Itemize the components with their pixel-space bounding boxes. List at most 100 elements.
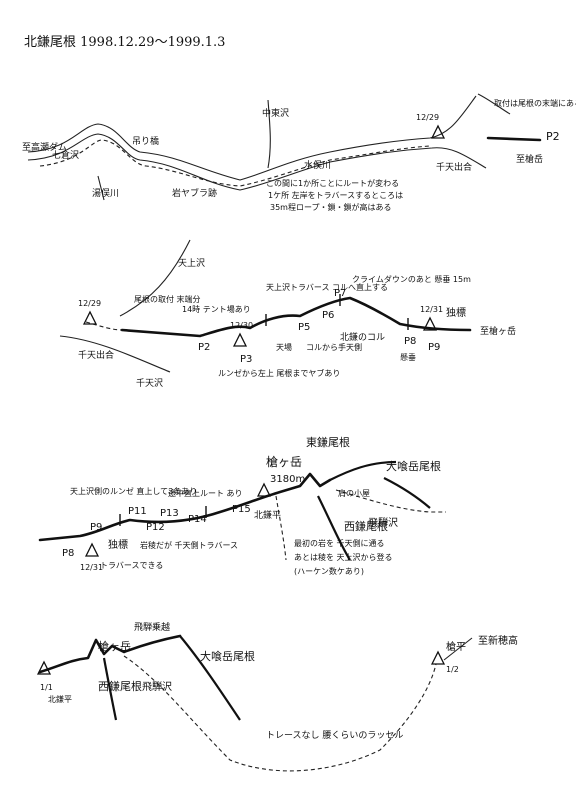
label-p11: P11 bbox=[128, 506, 147, 517]
note-rock-traverse: 岩稜だが 千天側トラバース bbox=[140, 540, 238, 550]
nakazawa-stream bbox=[267, 99, 271, 169]
label-to-yari-1: 至槍岳 bbox=[516, 153, 543, 165]
label-p6: P6 bbox=[322, 310, 334, 321]
label-chiten: 千天出合 bbox=[78, 349, 114, 361]
label-dokuhyo-3: 独標 bbox=[108, 538, 128, 551]
label-nakazawa: 中東沢 bbox=[262, 107, 289, 119]
note-3: 35m程ロープ・鎖・鎖が高はある bbox=[270, 202, 392, 212]
label-higashikama: 東鎌尾根 bbox=[306, 435, 350, 449]
yumata-river bbox=[97, 175, 105, 201]
hida-trail-4 bbox=[123, 655, 437, 772]
label-nishikama-4: 西鎌尾根 bbox=[98, 679, 142, 693]
date-0102: 1/2 bbox=[446, 665, 459, 674]
p2-route-start bbox=[486, 136, 542, 142]
label-amakami: 天上沢 bbox=[178, 257, 205, 269]
label-kitakama-4: 北鎌平 bbox=[48, 694, 72, 704]
label-hokkama-col: 北鎌のコル bbox=[340, 331, 385, 343]
camp-icon-1229 bbox=[430, 124, 446, 139]
approach-trail bbox=[39, 139, 431, 187]
label-p14: P14 bbox=[188, 514, 207, 525]
label-to-shinhotaka: 至新穂高 bbox=[478, 634, 518, 647]
label-yari-peak: 槍ヶ岳 bbox=[266, 454, 302, 469]
panel-4-descent: 1/1 北鎌平 槍ヶ岳 飛騨乗越 西鎌尾根 飛騨沢 大喰岳尾根 槍平 1/2 至… bbox=[36, 621, 518, 772]
note-then-ridge: あとは稜を 天上沢から登る bbox=[294, 552, 393, 562]
oobami-ridge-3 bbox=[383, 477, 431, 509]
main-river-lower bbox=[27, 133, 487, 191]
note-north: 取付は尾根の末端にある bbox=[494, 98, 576, 108]
note-tenjo-runze: 天上沢側のルンゼ 直上して3条あり bbox=[70, 486, 197, 496]
label-hida-3: 飛騨沢 bbox=[368, 516, 398, 529]
descent-route-4 bbox=[38, 634, 182, 674]
label-oobami-3: 大喰岳尾根 bbox=[386, 459, 441, 473]
label-place-left: 至高瀬ダム bbox=[22, 141, 67, 153]
ridge-route-2 bbox=[120, 296, 472, 338]
shinhotaka-arrow bbox=[443, 637, 473, 661]
nishikama-ridge-3 bbox=[317, 495, 351, 561]
ridge-route-3 bbox=[38, 472, 332, 542]
label-p12: P12 bbox=[146, 522, 165, 533]
label-p5: P5 bbox=[298, 322, 310, 333]
note-first-rock: 最初の岩を 千天側に通る bbox=[294, 538, 385, 548]
camp-icon-1231-b bbox=[84, 542, 100, 557]
note-trace: トレースなし 腰くらいのラッセル bbox=[266, 730, 403, 741]
label-oobami-4: 大喰岳尾根 bbox=[200, 649, 255, 663]
camp-icon-0101 bbox=[36, 660, 52, 675]
note-haken: (ハーケン数ケあり) bbox=[294, 566, 364, 576]
amakami-river bbox=[119, 239, 191, 317]
label-tenba: 天場 bbox=[276, 342, 292, 352]
label-dokuhyo-2: 独標 bbox=[446, 306, 466, 319]
label-p9-3: P9 bbox=[90, 522, 102, 533]
date-1231-b: 12/31 bbox=[80, 563, 103, 572]
panel-2-ridge: 天上沢 千天出合 千天沢 12/29 12/30 12/31 尾根の取付 末端分… bbox=[59, 239, 516, 389]
label-nishikama-3: 西鎌尾根 bbox=[344, 519, 388, 533]
label-hida-4: 飛騨沢 bbox=[142, 680, 172, 693]
label-elevation: 3180m bbox=[270, 474, 305, 485]
date-0101: 1/1 bbox=[40, 683, 53, 692]
note-tenjo-traverse: 天上沢トラバース コルへ直上する bbox=[266, 282, 388, 292]
label-p2-top: P2 bbox=[546, 130, 560, 143]
note-climb-down: クライムダウンのあと 懸垂 15m bbox=[352, 274, 471, 284]
date-1231-a: 12/31 bbox=[420, 305, 443, 314]
label-p7: P7 bbox=[334, 288, 346, 299]
oobami-ridge-4 bbox=[179, 635, 241, 721]
note-1: この間に1か所ことにルートが変わる bbox=[266, 178, 399, 188]
label-p3: P3 bbox=[240, 354, 252, 365]
note-kol: コルから手天側 bbox=[306, 342, 362, 352]
kitakama-trail-3 bbox=[275, 495, 287, 561]
note-ridge-start: 尾根の取付 末端分 bbox=[134, 294, 201, 304]
label-hida-pass: 飛騨乗越 bbox=[134, 621, 170, 633]
label-hot-spring: 岩ヤブラ跡 bbox=[172, 187, 217, 199]
date-1230: 12/30 bbox=[230, 321, 253, 330]
camp-icon-1229-b bbox=[82, 310, 98, 325]
note-dry-camp: 14時 テント場あり bbox=[182, 304, 251, 314]
east-kama-ridge bbox=[329, 460, 397, 481]
camp-icon-1231-a bbox=[422, 316, 438, 331]
label-p8: P8 bbox=[404, 336, 416, 347]
label-chitemi: 千天出合 bbox=[436, 161, 472, 173]
north-stream bbox=[477, 93, 511, 115]
label-yari-4: 槍ヶ岳 bbox=[98, 639, 131, 653]
label-p15: P15 bbox=[232, 504, 251, 515]
connect-trail-2 bbox=[85, 321, 123, 331]
label-yarihira: 槍平 bbox=[446, 640, 466, 653]
camp-icon-0102 bbox=[430, 650, 446, 665]
label-shoulder-hut: 肩の小屋 bbox=[338, 488, 370, 498]
label-to-yari-2: 至槍ヶ岳 bbox=[480, 325, 516, 337]
camp-icon-1230 bbox=[232, 332, 248, 347]
note-p3: ルンゼから左上 尾根までヤブあり bbox=[218, 368, 340, 378]
note-2: 1ケ所 左岸をトラバースするところは bbox=[268, 190, 403, 200]
label-chitensawa: 千天沢 bbox=[136, 377, 163, 389]
main-river-upper bbox=[27, 95, 477, 181]
label-p13: P13 bbox=[160, 508, 179, 519]
chiten-river bbox=[59, 335, 171, 373]
label-p8-3: P8 bbox=[62, 548, 74, 559]
camp-icon-kitakama bbox=[256, 482, 272, 497]
map-title: 北鎌尾根 1998.12.29〜1999.1.3 bbox=[24, 35, 225, 50]
label-nanakura: 七倉沢 bbox=[52, 149, 79, 161]
nishikama-ridge-4 bbox=[102, 657, 118, 721]
panel-1-approach: 至高瀬ダム 七倉沢 湯俣川 吊り橋 岩ヤブラ跡 中東沢 水俣川 この間に1か所こ… bbox=[22, 93, 576, 212]
label-mizumata: 水俣川 bbox=[304, 159, 331, 171]
date-1229-b: 12/29 bbox=[78, 299, 101, 308]
